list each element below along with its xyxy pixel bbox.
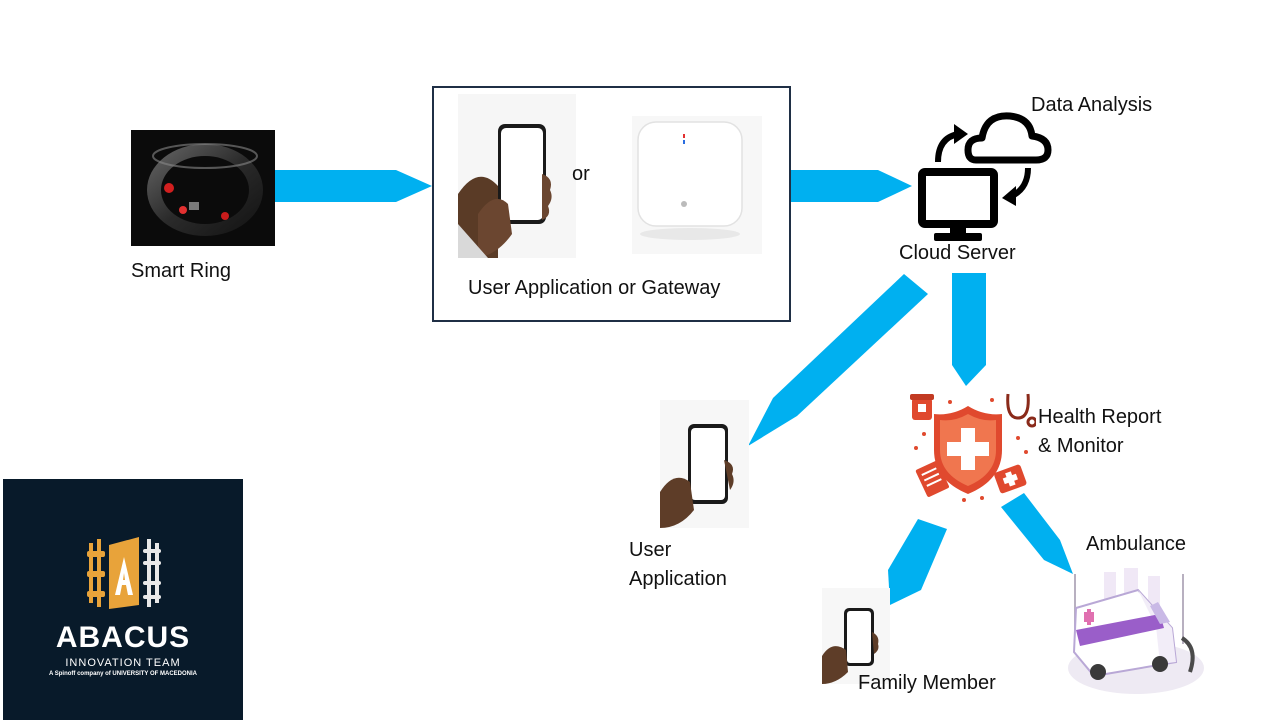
ambulance-image	[1064, 568, 1206, 698]
family-member-label: Family Member	[858, 672, 996, 694]
gateway-caption: User Application or Gateway	[468, 277, 721, 299]
phone-in-hand-image	[458, 94, 576, 258]
health-report-label-line2: & Monitor	[1038, 435, 1124, 457]
ambulance-label: Ambulance	[1086, 533, 1187, 555]
gateway-device-image	[632, 116, 762, 254]
health-report-label-line1: Health Report	[1038, 406, 1162, 428]
user-application-phone-image	[660, 400, 749, 528]
arrow-gateway-to-cloud	[789, 170, 912, 202]
cloud-server-label: Cloud Server	[899, 242, 1016, 264]
data-analysis-label: Data Analysis	[1031, 94, 1153, 116]
arrow-cloud-to-health	[952, 273, 986, 386]
or-label: or	[572, 163, 590, 185]
logo-tagline: A Spinoff company of UNIVERSITY OF MACED…	[48, 671, 197, 677]
user-application-label-line2: Application	[629, 568, 727, 590]
arrow-health-to-family	[888, 519, 947, 605]
logo-title: ABACUS	[55, 621, 191, 654]
smart-ring-photo	[131, 130, 275, 246]
gateway-box: or User Application or Gateway	[432, 86, 791, 322]
abacus-logo-panel: ABACUS INNOVATION TEAM A Spinoff company…	[3, 479, 243, 720]
cloud-server-icon	[916, 104, 1056, 246]
smart-ring-label: Smart Ring	[131, 260, 232, 282]
arrow-ring-to-gateway	[274, 170, 432, 202]
family-member-phone-image	[822, 588, 890, 684]
logo-subtitle: INNOVATION TEAM	[65, 657, 181, 669]
user-application-label-line1: User	[629, 539, 672, 561]
arrow-cloud-to-user-app	[748, 274, 928, 446]
health-shield-icon	[906, 388, 1036, 506]
abacus-logo-mark-icon	[87, 535, 161, 611]
arrow-health-to-ambulance	[1001, 493, 1073, 574]
